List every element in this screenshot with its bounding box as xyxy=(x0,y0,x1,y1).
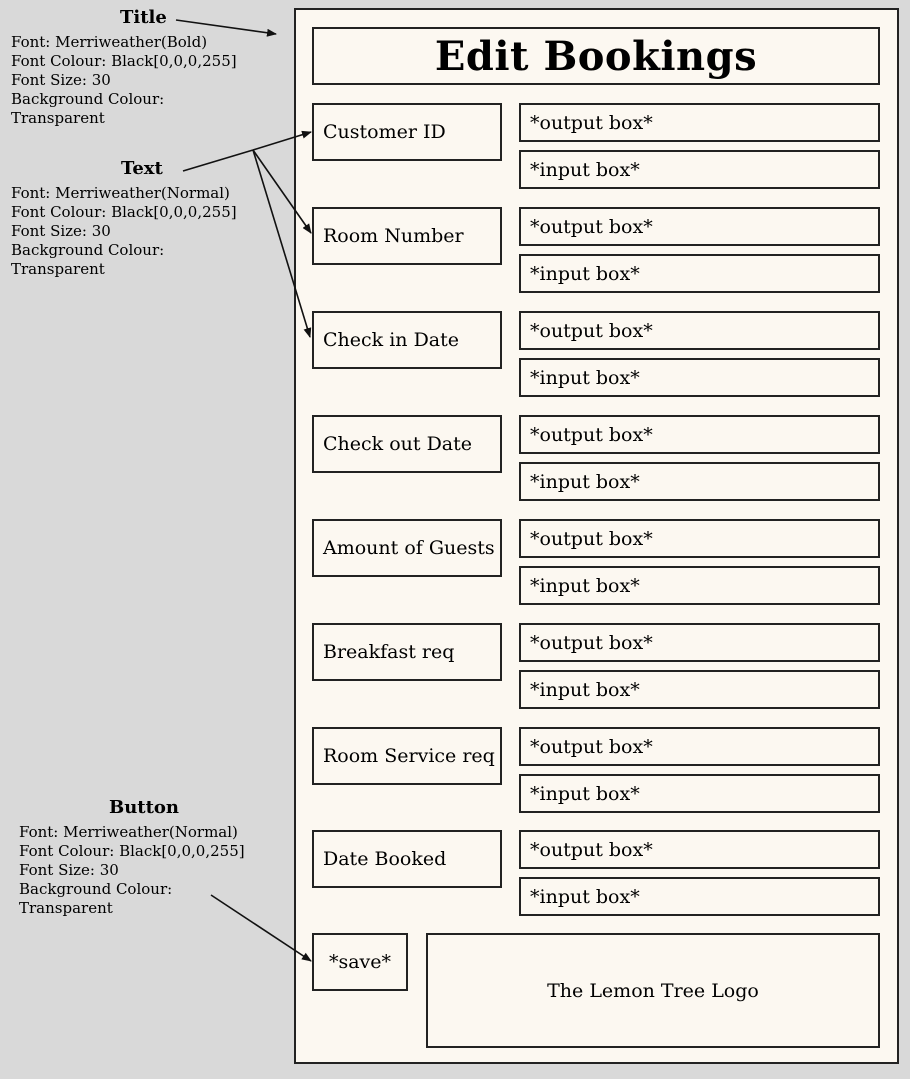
amount-of-guests-input[interactable]: *input box* xyxy=(519,566,880,605)
room-service-req-output: *output box* xyxy=(519,727,880,766)
annotation-line: Font Size: 30 xyxy=(11,222,111,240)
room-number-input[interactable]: *input box* xyxy=(519,254,880,293)
page-title: Edit Bookings xyxy=(312,27,880,85)
date-booked-output: *output box* xyxy=(519,830,880,869)
check-in-date-input[interactable]: *input box* xyxy=(519,358,880,397)
customer-id-input[interactable]: *input box* xyxy=(519,150,880,189)
check-in-date-output: *output box* xyxy=(519,311,880,350)
annotation-line: Background Colour: xyxy=(11,90,165,108)
button-arrow xyxy=(210,894,312,962)
save-button[interactable]: *save* xyxy=(312,933,408,991)
text-arrow-check-in xyxy=(252,149,312,338)
annotation-line: Font Size: 30 xyxy=(11,71,111,89)
room-service-req-label: Room Service req xyxy=(312,727,502,785)
annotation-line: Font: Merriweather(Normal) xyxy=(19,823,238,841)
annotation-line: Font Colour: Black[0,0,0,255] xyxy=(11,52,237,70)
title-annotation-heading: Title xyxy=(120,7,167,28)
annotation-line: Font: Merriweather(Normal) xyxy=(11,184,230,202)
annotation-line: Font Size: 30 xyxy=(19,861,119,879)
title-annotation: Title Font: Merriweather(Bold) Font Colo… xyxy=(11,7,237,128)
room-service-req-input[interactable]: *input box* xyxy=(519,774,880,813)
annotation-line: Font Colour: Black[0,0,0,255] xyxy=(19,842,245,860)
button-annotation: Button Font: Merriweather(Normal) Font C… xyxy=(19,797,245,918)
check-out-date-input[interactable]: *input box* xyxy=(519,462,880,501)
button-annotation-heading: Button xyxy=(109,797,180,818)
annotation-line: Transparent xyxy=(19,899,113,917)
text-arrow-line xyxy=(182,149,254,172)
date-booked-input[interactable]: *input box* xyxy=(519,877,880,916)
room-number-output: *output box* xyxy=(519,207,880,246)
annotation-line: Font Colour: Black[0,0,0,255] xyxy=(11,203,237,221)
customer-id-label: Customer ID xyxy=(312,103,502,161)
annotation-line: Transparent xyxy=(11,260,105,278)
breakfast-req-output: *output box* xyxy=(519,623,880,662)
check-in-date-label: Check in Date xyxy=(312,311,502,369)
breakfast-req-label: Breakfast req xyxy=(312,623,502,681)
text-annotation: Text Font: Merriweather(Normal) Font Col… xyxy=(11,158,237,279)
check-out-date-output: *output box* xyxy=(519,415,880,454)
text-arrow-customer-id xyxy=(252,130,312,151)
amount-of-guests-output: *output box* xyxy=(519,519,880,558)
text-annotation-heading: Text xyxy=(121,158,163,179)
text-arrow-room-number xyxy=(252,149,312,234)
annotation-line: Font: Merriweather(Bold) xyxy=(11,33,208,51)
amount-of-guests-label: Amount of Guests xyxy=(312,519,502,577)
annotation-line: Background Colour: xyxy=(19,880,173,898)
date-booked-label: Date Booked xyxy=(312,830,502,888)
room-number-label: Room Number xyxy=(312,207,502,265)
title-arrow xyxy=(175,19,277,37)
breakfast-req-input[interactable]: *input box* xyxy=(519,670,880,709)
check-out-date-label: Check out Date xyxy=(312,415,502,473)
annotation-line: Background Colour: xyxy=(11,241,165,259)
customer-id-output: *output box* xyxy=(519,103,880,142)
annotation-line: Transparent xyxy=(11,109,105,127)
logo-placeholder: The Lemon Tree Logo xyxy=(426,933,880,1048)
